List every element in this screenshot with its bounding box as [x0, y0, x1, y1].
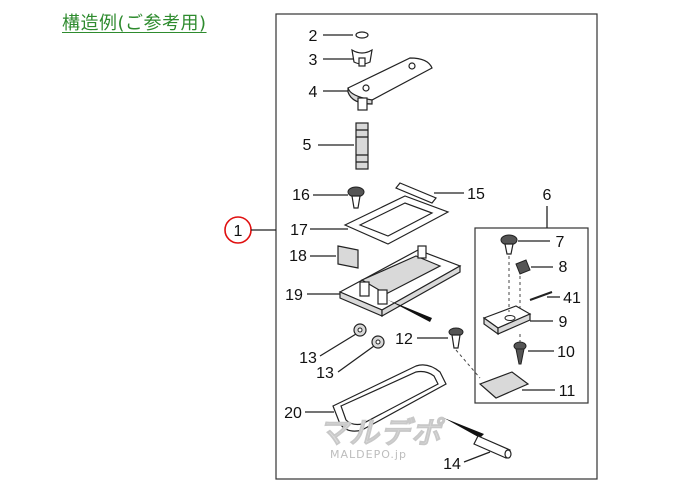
label-1: 1: [234, 223, 243, 240]
label-sheet-part: [337, 245, 359, 269]
assembly-frame: [275, 13, 598, 480]
bracket-strip-part: [395, 182, 437, 204]
gasket-20-part: [332, 364, 447, 432]
screw-16-part: [347, 186, 365, 209]
latch-9-part: [482, 305, 532, 336]
leader-13b: [337, 345, 375, 373]
label-14: 14: [443, 456, 461, 473]
label-2: 2: [309, 28, 318, 45]
label-11: 11: [559, 383, 576, 400]
wing-nut-part: [351, 48, 373, 67]
direction-arrow-1: [388, 300, 432, 322]
pin-part: [473, 435, 512, 459]
label-15: 15: [467, 186, 485, 203]
label-5: 5: [303, 137, 312, 154]
watermark-site: MALDEPO.jp: [330, 448, 407, 461]
screw-12-part: [448, 327, 464, 349]
label-9: 9: [559, 314, 568, 331]
label-13a: 13: [299, 350, 317, 367]
label-6: 6: [543, 187, 552, 204]
leader-13a: [319, 333, 357, 357]
screw-10-part: [513, 341, 527, 365]
label-41: 41: [563, 290, 581, 307]
o-ring-part: [355, 31, 369, 39]
label-3: 3: [309, 52, 318, 69]
guide-line-4: [455, 349, 481, 379]
base-housing-part: [338, 245, 462, 318]
leader-14: [463, 451, 491, 463]
screw-7-part: [500, 234, 518, 255]
cover-plate-part: [347, 57, 433, 111]
stud-bolt-part: [355, 122, 369, 170]
label-17: 17: [290, 222, 308, 239]
label-7: 7: [556, 234, 565, 251]
label-4: 4: [309, 84, 318, 101]
label-18: 18: [289, 248, 307, 265]
washer-part: [353, 323, 385, 349]
subassembly-frame: [474, 227, 589, 404]
spring-41-part: [529, 291, 553, 301]
page-title: 構造例(ご参考用): [62, 13, 207, 34]
plate-11-part: [478, 371, 530, 399]
label-19: 19: [285, 287, 303, 304]
watermark-logo: マルデポ: [318, 416, 446, 451]
label-10: 10: [557, 344, 575, 361]
gasket-17-part: [343, 195, 450, 245]
label-8: 8: [559, 259, 568, 276]
clip-8-part: [515, 259, 531, 275]
label-16: 16: [292, 187, 310, 204]
label-20: 20: [284, 405, 302, 422]
label-13b: 13: [316, 365, 334, 382]
label-12: 12: [395, 331, 413, 348]
direction-arrow-2: [444, 418, 484, 438]
